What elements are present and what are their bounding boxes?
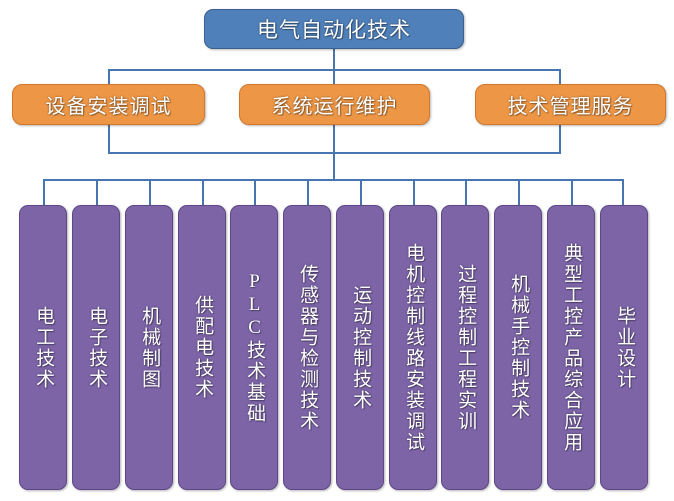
connector-to-course-11 [571, 179, 573, 206]
course-node-label: 机械制图 [139, 305, 161, 390]
course-node-sensor-detection[interactable]: 传感器与检测技术 [283, 205, 331, 490]
connector-to-course-2 [96, 179, 98, 206]
connector-to-category-1 [108, 69, 110, 85]
course-node-manipulator-control[interactable]: 机械手控制技术 [494, 205, 542, 490]
course-node-electronic-technology[interactable]: 电子技术 [72, 205, 120, 490]
connector-to-course-3 [149, 179, 151, 206]
course-node-label: 电机控制线路安装调试 [403, 242, 425, 453]
course-node-electrical-technology[interactable]: 电工技术 [19, 205, 67, 490]
course-node-industrial-product-application[interactable]: 典型工控产品综合应用 [547, 205, 595, 490]
connector-to-course-5 [254, 179, 256, 206]
course-node-label: PLC技术基础 [244, 271, 266, 424]
root-node-label: 电气自动化技术 [257, 18, 411, 42]
connector-course-bus [43, 179, 624, 181]
category-node-technical-management[interactable]: 技术管理服务 [475, 84, 666, 125]
connector-to-course-1 [43, 179, 45, 206]
course-node-process-control-training[interactable]: 过程控制工程实训 [441, 205, 489, 490]
course-node-label: 运动控制技术 [350, 284, 372, 411]
connector-course-stem [333, 152, 335, 180]
course-node-label: 毕业设计 [614, 305, 636, 390]
connector-to-course-9 [465, 179, 467, 206]
course-node-label: 电工技术 [33, 305, 55, 390]
connector-to-course-6 [307, 179, 309, 206]
course-node-label: 典型工控产品综合应用 [561, 242, 583, 453]
category-node-equipment-installation[interactable]: 设备安装调试 [12, 84, 205, 125]
connector-to-course-7 [360, 179, 362, 206]
connector-to-course-10 [518, 179, 520, 206]
connector-to-category-3 [559, 69, 561, 85]
root-node-electrical-automation[interactable]: 电气自动化技术 [204, 9, 464, 49]
course-node-mechanical-drawing[interactable]: 机械制图 [125, 205, 173, 490]
connector-category-3-drop [559, 125, 561, 153]
course-node-label: 传感器与检测技术 [297, 263, 319, 432]
course-node-plc-fundamentals[interactable]: PLC技术基础 [230, 205, 278, 490]
course-node-graduation-design[interactable]: 毕业设计 [600, 205, 648, 490]
course-node-motion-control[interactable]: 运动控制技术 [336, 205, 384, 490]
connector-category-1-drop [108, 125, 110, 153]
course-node-power-supply-distribution[interactable]: 供配电技术 [178, 205, 226, 490]
category-node-label: 设备安装调试 [45, 96, 172, 118]
category-node-label: 技术管理服务 [507, 96, 634, 118]
connector-to-course-4 [202, 179, 204, 206]
connector-to-course-12 [622, 179, 624, 206]
connector-category-2-drop [333, 125, 335, 153]
connector-to-course-8 [413, 179, 415, 206]
connector-to-category-2 [333, 69, 335, 85]
connector-root-stem [333, 49, 335, 70]
course-node-label: 电子技术 [86, 305, 108, 390]
category-node-system-maintenance[interactable]: 系统运行维护 [239, 84, 430, 125]
course-node-label: 机械手控制技术 [508, 274, 530, 421]
category-node-label: 系统运行维护 [271, 96, 398, 118]
course-node-label: 供配电技术 [192, 295, 214, 400]
course-node-motor-control-circuit[interactable]: 电机控制线路安装调试 [389, 205, 437, 490]
course-node-label: 过程控制工程实训 [455, 263, 477, 432]
